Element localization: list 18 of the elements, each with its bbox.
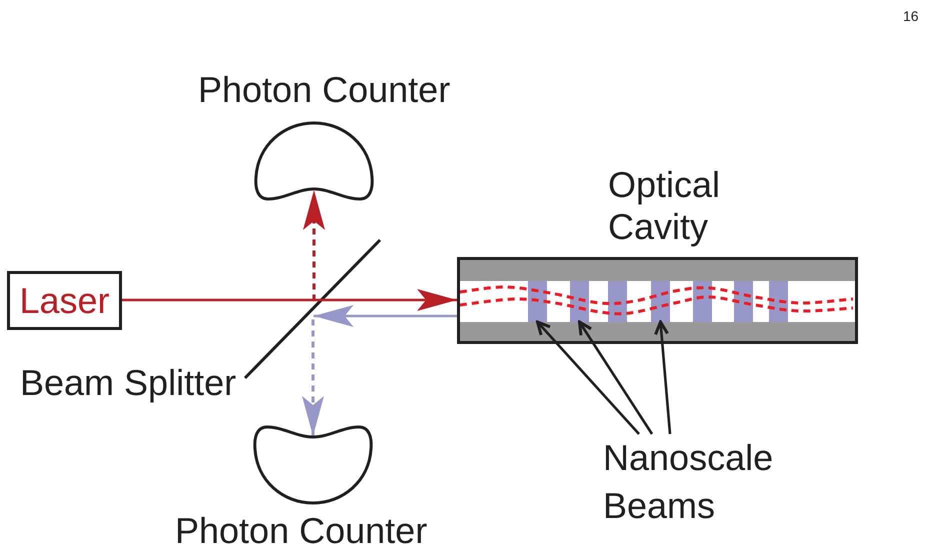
leader-arrow	[578, 320, 654, 435]
light-beam-arrow	[302, 320, 324, 436]
beam-splitter-mirror	[242, 238, 382, 380]
component-label: Laser	[19, 280, 110, 322]
nanoscale-beam	[570, 281, 589, 322]
component-label: Photon Counter	[175, 510, 428, 552]
nanoscale-beam	[528, 281, 547, 322]
component-label: Photon Counter	[198, 69, 450, 111]
component-label: Nanoscale Beams	[603, 436, 774, 528]
laser-box	[7, 271, 122, 330]
light-beam-arrow	[314, 305, 457, 327]
component-label: Optical Cavity	[608, 164, 722, 248]
leader-arrow	[536, 320, 640, 435]
page-number: 16	[903, 8, 919, 24]
component-label: Beam Splitter	[20, 362, 236, 404]
light-beam-arrow	[321, 289, 457, 311]
leader-arrow	[654, 320, 672, 434]
light-beam-arrow	[303, 190, 325, 300]
